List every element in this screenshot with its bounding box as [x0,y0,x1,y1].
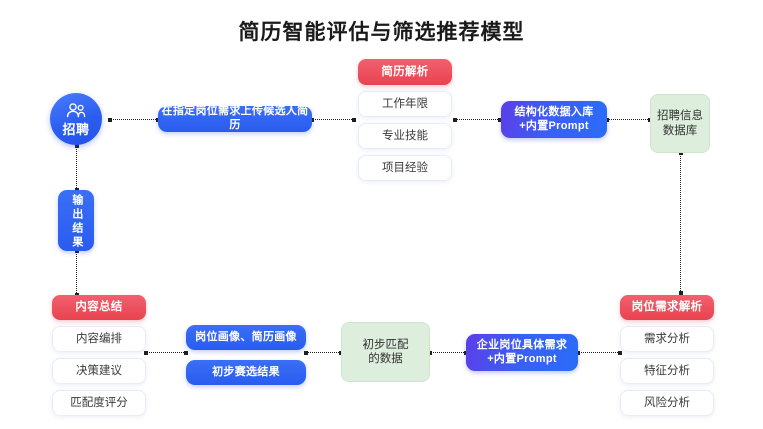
node-matched-data[interactable]: 初步匹配 的数据 [341,322,430,382]
connector-cap [144,351,148,355]
node-enterprise-demand[interactable]: 企业岗位具体需求 +内置Prompt [466,334,578,371]
node-matched-data-line2: 的数据 [368,353,403,365]
node-content-summary-item-0[interactable]: 内容编排 [52,326,146,352]
node-recruit-database[interactable]: 招聘信息 数据库 [650,94,710,153]
node-resume-parse-item-1[interactable]: 专业技能 [358,123,452,149]
page-title: 简历智能评估与筛选推荐模型 [238,21,525,44]
connector-cap [304,351,308,355]
node-job-requirement-item-label: 风险分析 [644,396,690,409]
node-job-requirement-header[interactable]: 岗位需求解析 [620,295,714,320]
connector-portrait-to-summary [144,351,188,355]
connector-matched-to-portrait [304,351,343,355]
node-recruit-database-line2: 数据库 [662,124,698,137]
connector-cap [184,351,188,355]
node-job-requirement-item-label: 需求分析 [644,332,690,345]
connector-enterprise-to-matched [428,351,468,355]
node-enterprise-demand-line2: +内置Prompt [487,352,557,365]
connector-upload-to-resume-parse [310,118,356,122]
node-job-requirement-item-label: 特征分析 [644,364,690,377]
node-job-requirement-item-1[interactable]: 特征分析 [620,358,714,384]
connector-structured-to-db [605,118,652,122]
node-job-requirement-item-0[interactable]: 需求分析 [620,326,714,352]
node-resume-parse-item-0[interactable]: 工作年限 [358,91,452,117]
connector-cap [108,118,112,122]
node-output-result-label: 输出结果 [70,193,83,250]
people-group-icon [65,102,87,118]
node-resume-parse-item-label: 工作年限 [382,97,428,110]
node-resume-parse-item-2[interactable]: 项目经验 [358,155,452,181]
connector-resume-parse-to-structured [453,118,502,122]
node-recruit-label: 招聘 [62,121,90,137]
node-output-result[interactable]: 输出结果 [58,190,94,251]
node-upload-resume-label: 在指定岗位需求上传候选人简历 [161,105,309,131]
node-preliminary-screening[interactable]: 初步赛选结果 [186,360,306,385]
connector-cap [352,118,356,122]
node-matched-data-line1: 初步匹配 [362,338,409,351]
node-structured-store-line2: +内置Prompt [519,119,589,132]
connector-cap [453,118,457,122]
node-resume-parse-item-label: 项目经验 [382,161,428,174]
node-structured-store[interactable]: 结构化数据入库 +内置Prompt [501,101,607,138]
node-structured-store-line1: 结构化数据入库 [514,105,594,118]
connector-db-to-job-parse [679,151,683,295]
node-job-requirement-header-label: 岗位需求解析 [631,301,703,314]
node-recruit-database-line1: 招聘信息 [657,110,703,123]
node-content-summary-item-2[interactable]: 匹配度评分 [52,390,146,416]
connector-recruit-to-upload [108,118,160,122]
node-portrait[interactable]: 岗位画像、简历画像 [186,325,306,350]
node-content-summary-header[interactable]: 内容总结 [52,295,146,320]
node-content-summary-item-label: 内容编排 [76,332,122,345]
node-content-summary-item-1[interactable]: 决策建议 [52,358,146,384]
node-content-summary-header-label: 内容总结 [75,301,123,314]
node-upload-resume[interactable]: 在指定岗位需求上传候选人简历 [158,105,312,132]
connector-summary-to-output [75,249,79,297]
node-preliminary-screening-label: 初步赛选结果 [212,365,280,378]
connector-output-to-recruit [75,144,79,192]
connector-cap [618,351,622,355]
node-content-summary-item-label: 匹配度评分 [70,396,128,409]
connector-job-parse-to-enterprise [576,351,622,355]
node-content-summary-item-label: 决策建议 [76,364,122,377]
node-portrait-label: 岗位画像、简历画像 [195,330,297,343]
node-recruit[interactable]: 招聘 [50,93,102,145]
node-enterprise-demand-line1: 企业岗位具体需求 [476,338,568,351]
node-resume-parse-header[interactable]: 简历解析 [358,59,452,85]
node-job-requirement-item-2[interactable]: 风险分析 [620,390,714,416]
node-resume-parse-header-label: 简历解析 [381,65,429,78]
node-resume-parse-item-label: 专业技能 [382,129,428,142]
